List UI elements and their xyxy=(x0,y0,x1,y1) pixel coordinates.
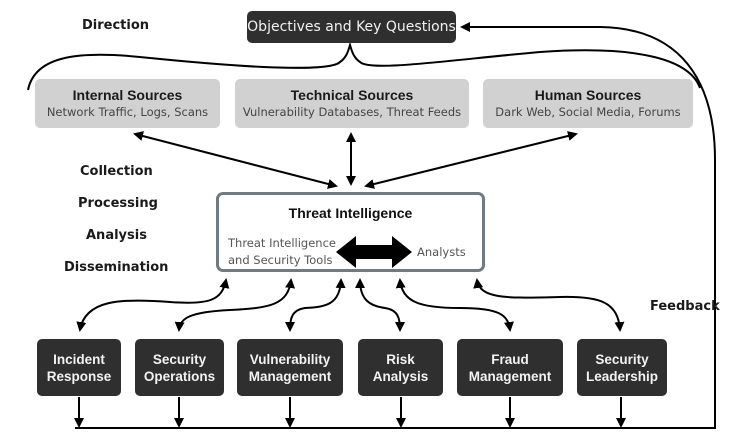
ti-title: Threat Intelligence xyxy=(288,205,413,221)
consumer-line1: Security xyxy=(152,351,207,367)
stage-processing: Processing xyxy=(78,196,158,211)
source-subtitle: Vulnerability Databases, Threat Feeds xyxy=(242,105,462,119)
feedback-loop xyxy=(75,22,716,429)
arrow-ti-fraud xyxy=(395,278,514,332)
ti-tools-label: Threat Intelligence and Security Tools xyxy=(228,235,336,269)
ti-analysts-label: Analysts xyxy=(417,245,466,259)
direction-brace xyxy=(27,41,701,91)
arrow-ti-incident xyxy=(76,278,230,332)
consumer-line2: Leadership xyxy=(585,368,659,384)
objectives-box: Objectives and Key Questions xyxy=(247,11,456,43)
stage-dissemination: Dissemination xyxy=(64,260,169,275)
consumer-line1: Incident xyxy=(53,351,105,367)
stage-collection: Collection xyxy=(80,164,153,179)
arrow-internal-to-ti xyxy=(133,131,338,189)
stage-direction: Direction xyxy=(82,18,150,33)
source-subtitle: Dark Web, Social Media, Forums xyxy=(495,105,681,119)
source-technical: Technical Sources Vulnerability Database… xyxy=(235,79,469,128)
arrow-ti-leadership xyxy=(473,278,625,332)
consumer-line1: Fraud xyxy=(491,351,529,367)
consumer-line2: Operations xyxy=(143,368,216,384)
consumer-line2: Analysis xyxy=(372,368,429,384)
consumer-line1: Risk xyxy=(386,351,415,367)
source-subtitle: Network Traffic, Logs, Scans xyxy=(46,105,209,119)
stage-feedback: Feedback xyxy=(650,299,720,314)
arrow-ti-risk xyxy=(355,278,405,332)
ti-tools-line1: Threat Intelligence xyxy=(228,236,336,250)
consumer-line2: Management xyxy=(468,368,552,384)
objectives-label: Objectives and Key Questions xyxy=(247,19,456,35)
source-human: Human Sources Dark Web, Social Media, Fo… xyxy=(483,79,693,128)
arrow-ti-secops xyxy=(174,278,296,332)
arrow-ti-vuln xyxy=(285,278,346,332)
consumer-line2: Response xyxy=(46,368,112,384)
stage-analysis: Analysis xyxy=(86,228,147,243)
source-internal: Internal Sources Network Traffic, Logs, … xyxy=(35,79,220,128)
ti-tools-line2: and Security Tools xyxy=(228,253,333,267)
threat-intelligence-box: Threat Intelligence Threat Intelligence … xyxy=(216,192,485,272)
consumer-line2: Management xyxy=(248,368,332,384)
source-title: Internal Sources xyxy=(72,87,183,103)
consumer-line1: Vulnerability xyxy=(249,351,331,367)
consumer-line1: Security xyxy=(595,351,649,367)
source-title: Human Sources xyxy=(534,87,642,103)
arrow-human-to-ti xyxy=(364,131,578,189)
source-title: Technical Sources xyxy=(290,87,414,103)
